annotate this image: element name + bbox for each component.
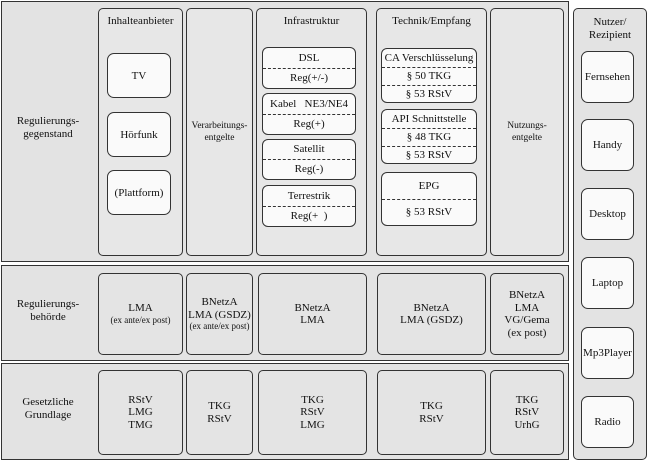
column-title-infrastruktur: Infrastruktur xyxy=(283,15,340,27)
grundlage-nutzung: TKG RStV UrhG xyxy=(490,370,564,455)
infra-kabel: Kabel NE3/NE4 Reg(+) xyxy=(262,93,356,135)
infra-terrestrik-label: Terrestrik xyxy=(287,190,331,202)
technik-ca-label: CA Verschlüsselung xyxy=(384,52,474,64)
column-nutzungsentgelte xyxy=(490,8,564,256)
grundlage-laws: TKG RStV LMG xyxy=(300,393,325,431)
behoerde-technik: BNetzA LMA (GSDZ) xyxy=(377,273,486,355)
grundlage-verarbeitung: TKG RStV xyxy=(186,370,253,455)
infra-kabel-label: Kabel NE3/NE4 xyxy=(270,98,348,110)
nutzer-fernsehen: Fernsehen xyxy=(581,51,634,103)
behoerde-main: BNetzA LMA (GSDZ) xyxy=(400,301,463,327)
technik-api: API Schnittstelle § 48 TKG § 53 RStV xyxy=(381,109,477,164)
divider xyxy=(382,199,476,200)
divider xyxy=(382,128,476,129)
infra-dsl-label: DSL xyxy=(298,52,320,64)
behoerde-main: LMA xyxy=(128,302,153,315)
divider xyxy=(382,67,476,68)
item-plattform: (Plattform) xyxy=(107,170,171,215)
infra-kabel-reg: Reg(+) xyxy=(293,118,325,130)
item-tv: TV xyxy=(107,53,171,98)
column-verarbeitungsentgelte xyxy=(186,8,253,256)
nutzer-handy: Handy xyxy=(581,119,634,171)
column-label-nutzungsentgelte: Nutzungs- entgelte xyxy=(507,121,547,143)
row-label-grundlage: Gesetzliche Grundlage xyxy=(22,396,74,421)
divider xyxy=(382,146,476,147)
technik-api-tkg: § 48 TKG xyxy=(406,131,452,143)
behoerde-nutzung: BNetzA LMA VG/Gema (ex post) xyxy=(490,273,564,355)
infra-terrestrik: Terrestrik Reg(+ ) xyxy=(262,185,356,227)
row-label-behoerde: Regulierungs- behörde xyxy=(16,298,80,323)
infra-satellit-label: Satellit xyxy=(293,143,325,155)
column-label-verarbeitungsentgelte: Verarbeitungs- entgelte xyxy=(191,121,248,143)
grundlage-laws: TKG RStV xyxy=(207,400,232,425)
technik-epg-rstv: § 53 RStV xyxy=(405,206,453,218)
technik-ca: CA Verschlüsselung § 50 TKG § 53 RStV xyxy=(381,48,477,103)
grundlage-laws: TKG RStV xyxy=(419,400,444,425)
grundlage-laws: TKG RStV UrhG xyxy=(514,393,540,431)
behoerde-verarbeitung: BNetzA LMA (GSDZ) (ex ante/ex post) xyxy=(186,273,253,355)
divider xyxy=(263,159,355,160)
item-hoerfunk: Hörfunk xyxy=(107,112,171,157)
behoerde-sub: (ex ante/ex post) xyxy=(189,321,250,331)
nutzer-desktop: Desktop xyxy=(581,188,634,240)
grundlage-technik: TKG RStV xyxy=(377,370,486,455)
row-label-gegenstand: Regulierungs- gegenstand xyxy=(16,115,80,140)
grundlage-inhalteanbieter: RStV LMG TMG xyxy=(98,370,183,455)
grundlage-laws: RStV LMG TMG xyxy=(128,393,153,431)
column-title-inhalteanbieter: Inhalteanbieter xyxy=(107,15,174,27)
nutzer-radio: Radio xyxy=(581,396,634,448)
divider xyxy=(382,85,476,86)
column-title-technik-empfang: Technik/Empfang xyxy=(392,15,471,27)
nutzer-laptop: Laptop xyxy=(581,257,634,309)
column-title-nutzer: Nutzer/ Rezipient xyxy=(588,16,632,41)
behoerde-inhalteanbieter: LMA (ex ante/ex post) xyxy=(98,273,183,355)
technik-api-rstv: § 53 RStV xyxy=(405,149,453,161)
behoerde-infrastruktur: BNetzA LMA xyxy=(258,273,367,355)
grundlage-infrastruktur: TKG RStV LMG xyxy=(258,370,367,455)
technik-ca-rstv: § 53 RStV xyxy=(405,88,453,100)
technik-api-label: API Schnittstelle xyxy=(391,113,467,125)
behoerde-sub: (ex ante/ex post) xyxy=(110,314,171,325)
infra-terrestrik-reg: Reg(+ ) xyxy=(290,210,328,222)
divider xyxy=(263,206,355,207)
technik-epg: EPG § 53 RStV xyxy=(381,172,477,226)
infra-dsl-reg: Reg(+/-) xyxy=(290,72,328,84)
behoerde-main: BNetzA LMA (GSDZ) xyxy=(188,296,251,321)
nutzer-mp3player: Mp3Player xyxy=(581,327,634,379)
behoerde-main: BNetzA LMA VG/Gema (ex post) xyxy=(504,289,550,339)
behoerde-main: BNetzA LMA xyxy=(294,301,331,327)
technik-ca-tkg: § 50 TKG xyxy=(406,70,452,82)
infra-dsl: DSL Reg(+/-) xyxy=(262,47,356,89)
infra-satellit: Satellit Reg(-) xyxy=(262,139,356,180)
divider xyxy=(263,114,355,115)
divider xyxy=(263,68,355,69)
technik-epg-label: EPG xyxy=(418,180,440,192)
infra-satellit-reg: Reg(-) xyxy=(294,163,324,175)
